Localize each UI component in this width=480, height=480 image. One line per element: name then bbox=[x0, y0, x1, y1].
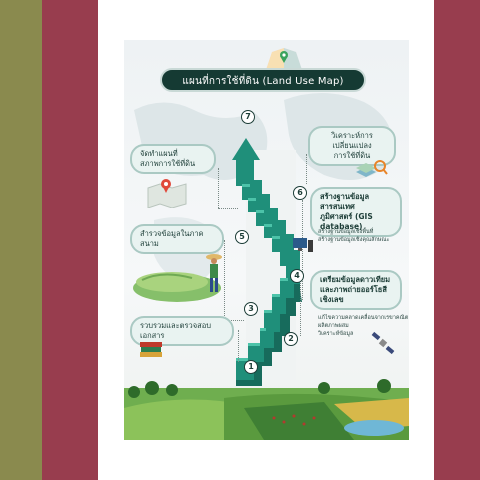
step-badge-6: 6 bbox=[293, 186, 307, 200]
farmer-icon bbox=[206, 254, 222, 292]
folded-map-icon bbox=[147, 179, 187, 208]
step-badge-4: 4 bbox=[290, 269, 304, 283]
step6-notes: สร้างฐานข้อมูลเชิงพื้นที่ สร้างฐานข้อมูล… bbox=[318, 228, 390, 244]
computer-icon bbox=[293, 238, 313, 252]
poster-title-bar: แผนที่การใช้ที่ดิน (Land Use Map) bbox=[160, 68, 366, 92]
connector-6 bbox=[302, 200, 303, 300]
step-badge-1: 1 bbox=[244, 360, 258, 374]
step4-note1: แก้ไขความคลาดเคลื่อนจากเรขาคณิต bbox=[318, 315, 409, 321]
step4-line2: และภาพถ่ายออร์โธสีเชิงเลข bbox=[320, 285, 387, 304]
step4-note2: ผลิตภาพผสม bbox=[318, 323, 349, 329]
connector-map bbox=[218, 168, 219, 208]
step4-label: เตรียมข้อมูลดาวเทียม และภาพถ่ายออร์โธสีเ… bbox=[310, 270, 402, 310]
step6-line2: ภูมิศาสตร์ (GIS database) bbox=[320, 212, 373, 231]
step6-note1: สร้างฐานข้อมูลเชิงพื้นที่ bbox=[318, 229, 374, 235]
step-badge-2: 2 bbox=[284, 332, 298, 346]
step-badge-3: 3 bbox=[244, 302, 258, 316]
books-icon bbox=[140, 342, 162, 357]
step7-label: วิเคราะห์การเปลี่ยนแปลง การใช้ที่ดิน bbox=[308, 126, 396, 166]
step7-line2: การใช้ที่ดิน bbox=[333, 151, 371, 160]
layers-magnify-icon bbox=[356, 160, 388, 177]
left-olive-band bbox=[0, 0, 42, 480]
step-map-line2: สภาพการใช้ที่ดิน bbox=[140, 159, 196, 168]
step6-line1: สร้างฐานข้อมูลสารสนเทศ bbox=[320, 192, 370, 211]
poster-title: แผนที่การใช้ที่ดิน (Land Use Map) bbox=[182, 76, 344, 87]
connector-map-h bbox=[218, 208, 238, 209]
step4-line1: เตรียมข้อมูลดาวเทียม bbox=[320, 275, 391, 284]
connector-5 bbox=[224, 240, 225, 320]
step-badge-5: 5 bbox=[235, 230, 249, 244]
satellite-icon bbox=[371, 331, 395, 355]
connector-4 bbox=[300, 280, 301, 336]
land-use-poster: แผนที่การใช้ที่ดิน (Land Use Map) 7 bbox=[124, 40, 409, 440]
right-maroon-band bbox=[434, 0, 480, 480]
connector-3-h bbox=[224, 320, 244, 321]
step4-notes: แก้ไขความคลาดเคลื่อนจากเรขาคณิต ผลิตภาพผ… bbox=[318, 314, 408, 338]
step7-line1: วิเคราะห์การเปลี่ยนแปลง bbox=[331, 131, 373, 150]
step5-label: สำรวจข้อมูลในภาคสนาม bbox=[130, 224, 224, 254]
left-maroon-band bbox=[42, 0, 98, 480]
step-map-label: จัดทำแผนที่ สภาพการใช้ที่ดิน bbox=[130, 144, 216, 174]
step6-note2: สร้างฐานข้อมูลเชิงคุณลักษณะ bbox=[318, 237, 390, 243]
step6-label: สร้างฐานข้อมูลสารสนเทศ ภูมิศาสตร์ (GIS d… bbox=[310, 187, 402, 237]
step1-line1: รวบรวมและตรวจสอบเอกสาร bbox=[140, 321, 211, 340]
connector-1 bbox=[238, 330, 239, 362]
farmland-ground-illustration bbox=[124, 379, 409, 440]
step5-line1: สำรวจข้อมูลในภาคสนาม bbox=[140, 229, 204, 248]
step-map-line1: จัดทำแผนที่ bbox=[140, 149, 178, 158]
step-badge-7: 7 bbox=[241, 110, 255, 124]
map-pin-icon bbox=[266, 48, 302, 70]
field-landscape-illustration bbox=[133, 272, 221, 302]
step4-note3: วิเคราะห์ข้อมูล bbox=[318, 331, 354, 337]
step1-label: รวบรวมและตรวจสอบเอกสาร bbox=[130, 316, 234, 346]
connector-7 bbox=[306, 154, 307, 184]
